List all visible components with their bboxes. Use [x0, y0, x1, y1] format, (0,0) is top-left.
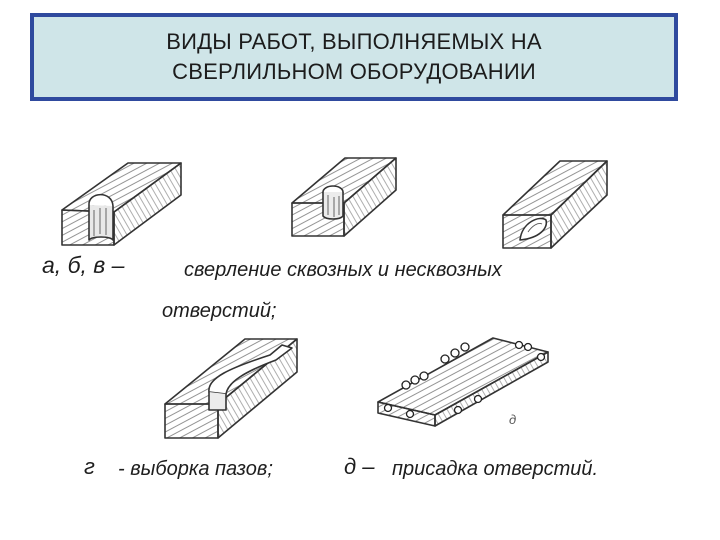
- caption-drilling-holes-cont: отверстий;: [162, 300, 277, 323]
- caption-hole-fitting: присадка отверстий.: [392, 458, 598, 481]
- caption-g-letter: г: [84, 454, 95, 480]
- figure-b-blind-hole: [292, 158, 396, 236]
- caption-abv-letters: а, б, в –: [42, 252, 124, 279]
- figure-a-through-hole: [62, 163, 181, 245]
- figure-v-angled-hole: [503, 161, 607, 248]
- figure-d-mark: д: [509, 412, 516, 427]
- caption-slot-cutting: - выборка пазов;: [118, 458, 273, 481]
- caption-drilling-holes: сверление сквозных и несквозных: [184, 259, 502, 282]
- figure-d-dowel-holes: [378, 338, 548, 426]
- caption-d-letter: д –: [344, 454, 375, 480]
- figure-g-slot: [165, 339, 297, 438]
